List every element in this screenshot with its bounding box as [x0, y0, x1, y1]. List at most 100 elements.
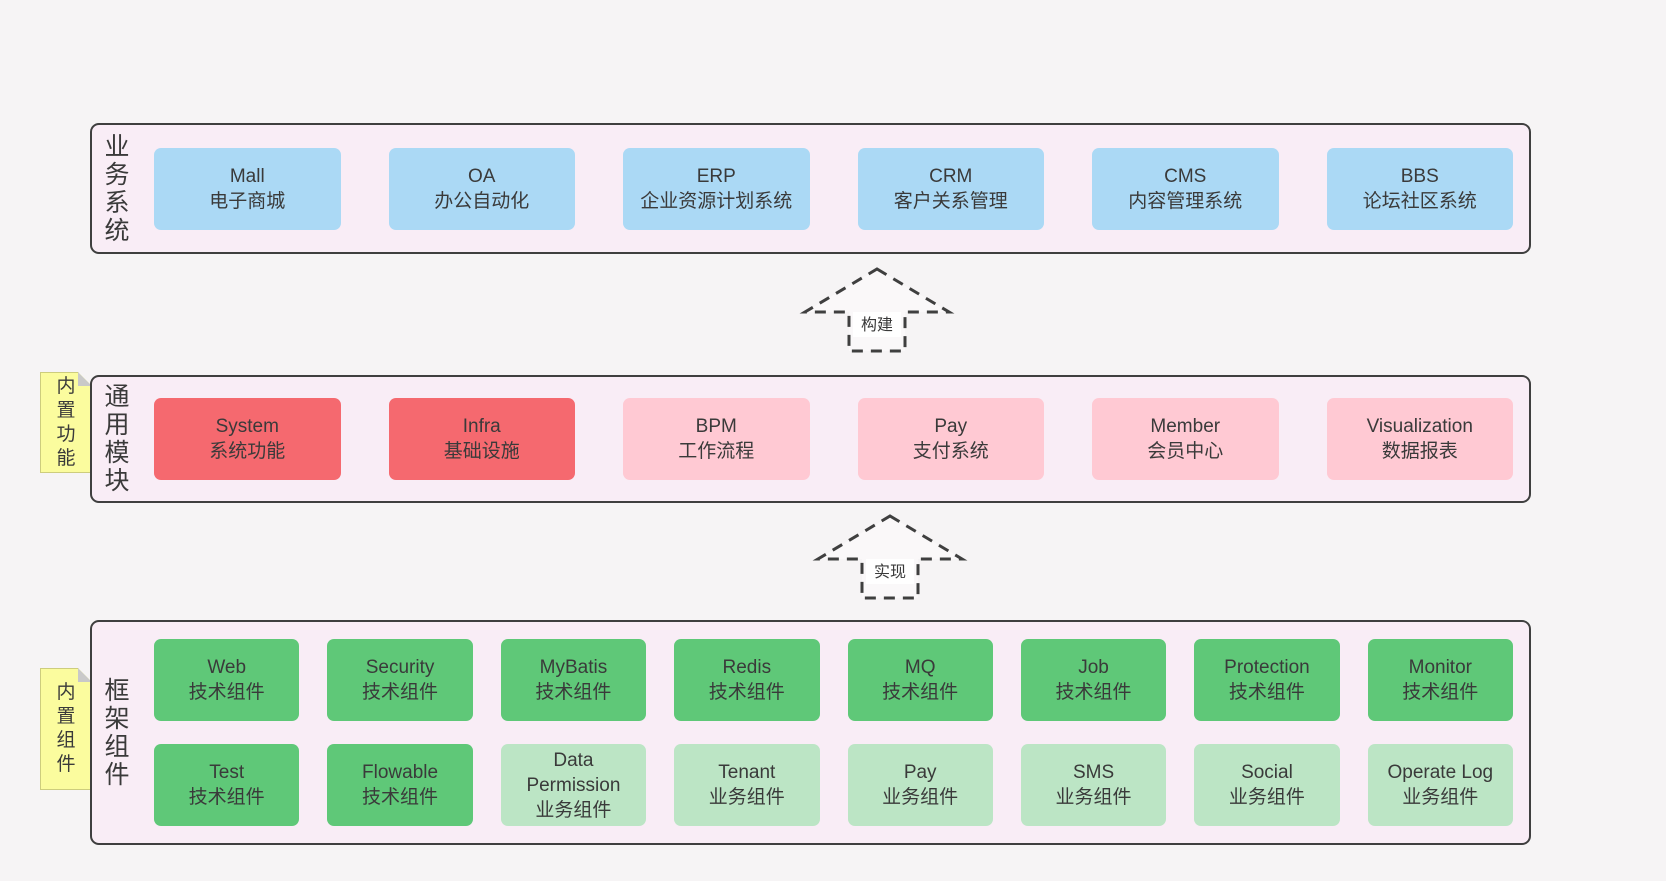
module-subtitle: 业务组件 — [708, 787, 785, 808]
module-name: Social — [1241, 762, 1293, 783]
module-subtitle: 业务组件 — [882, 787, 959, 808]
arrow-label: 实现 — [874, 563, 906, 581]
module-box-test: Test 技术组件 — [154, 744, 300, 826]
sticky-note-label: 内置组件 — [56, 682, 76, 775]
module-subtitle: 内容管理系统 — [1128, 190, 1243, 212]
module-name: BBS — [1400, 165, 1439, 187]
module-box-mq: MQ 技术组件 — [847, 639, 993, 721]
module-subtitle: 技术组件 — [362, 682, 439, 703]
module-name: Infra — [462, 416, 501, 437]
module-name: ERP — [696, 165, 736, 187]
module-box-job: Job 技术组件 — [1020, 639, 1167, 721]
implement-arrow: 实现 — [812, 514, 968, 600]
module-name: Operate Log — [1387, 762, 1494, 783]
module-subtitle: 企业资源计划系统 — [640, 190, 793, 212]
module-box-data-permission: Data Permission 业务组件 — [500, 744, 647, 826]
module-box-redis: Redis 技术组件 — [674, 639, 820, 721]
module-box-social: Social 业务组件 — [1194, 744, 1340, 826]
module-name: System — [215, 416, 279, 437]
arrow-label: 构建 — [861, 316, 893, 334]
module-subtitle: 论坛社区系统 — [1362, 190, 1477, 212]
module-box-infra: Infra 基础设施 — [388, 398, 575, 480]
section-label: 框架组件 — [104, 676, 130, 789]
module-subtitle: 系统功能 — [209, 441, 286, 462]
module-subtitle: 支付系统 — [912, 441, 989, 462]
module-subtitle: 技术组件 — [362, 787, 439, 808]
module-name: BPM — [695, 416, 737, 437]
section-label: 业务系统 — [104, 132, 130, 245]
module-box-security: Security 技术组件 — [327, 639, 473, 721]
module-name: Security — [365, 657, 435, 678]
module-name: Flowable — [362, 762, 439, 783]
module-name: Test — [209, 762, 245, 783]
module-name: Job — [1078, 657, 1109, 678]
sticky-note-built-in-functions: 内置功能 — [40, 372, 92, 473]
module-name: CMS — [1164, 165, 1207, 187]
module-name: Member — [1150, 416, 1221, 437]
module-name: Pay — [903, 762, 937, 783]
module-subtitle: 工作流程 — [678, 441, 755, 462]
module-name: Monitor — [1408, 657, 1472, 678]
module-subtitle: 数据报表 — [1381, 441, 1458, 462]
up-arrow-icon — [799, 267, 955, 353]
sticky-note-label: 内置功能 — [56, 375, 76, 469]
module-name: OA — [468, 165, 496, 187]
sticky-note-built-in-components: 内置组件 — [40, 668, 92, 790]
module-box-bbs: BBS 论坛社区系统 — [1326, 147, 1513, 230]
module-name: MyBatis — [539, 657, 608, 678]
module-subtitle: 技术组件 — [535, 682, 612, 703]
module-subtitle: 技术组件 — [188, 787, 265, 808]
module-subtitle: 技术组件 — [1228, 682, 1305, 703]
module-subtitle: 技术组件 — [188, 682, 265, 703]
module-subtitle: 技术组件 — [1055, 682, 1132, 703]
module-subtitle: 技术组件 — [708, 682, 785, 703]
arrow-label-bg — [853, 312, 901, 337]
module-box-pay: Pay 业务组件 — [847, 744, 993, 826]
module-box-mybatis: MyBatis 技术组件 — [500, 639, 647, 721]
module-name: Redis — [722, 657, 772, 678]
module-name: MQ — [904, 657, 936, 678]
module-subtitle: 客户关系管理 — [893, 190, 1008, 212]
up-arrow-icon — [812, 514, 968, 600]
module-box-bpm: BPM 工作流程 — [623, 398, 810, 480]
module-name: SMS — [1072, 762, 1115, 783]
module-box-oa: OA 办公自动化 — [388, 147, 575, 230]
module-box-tenant: Tenant 业务组件 — [674, 744, 820, 826]
module-box-web: Web 技术组件 — [154, 639, 300, 721]
module-name: Data Permission — [526, 749, 621, 796]
section-label: 通用模块 — [104, 383, 130, 495]
module-subtitle: 业务组件 — [1055, 787, 1132, 808]
module-box-visualization: Visualization 数据报表 — [1326, 398, 1513, 480]
module-subtitle: 业务组件 — [1228, 787, 1305, 808]
module-subtitle: 会员中心 — [1147, 441, 1224, 462]
module-subtitle: 业务组件 — [535, 799, 612, 821]
module-name: Tenant — [718, 762, 776, 783]
module-box-cms: CMS 内容管理系统 — [1092, 147, 1279, 230]
module-name: Protection — [1224, 657, 1310, 678]
arrow-label-bg — [866, 559, 914, 584]
module-box-erp: ERP 企业资源计划系统 — [623, 147, 810, 230]
module-box-member: Member 会员中心 — [1092, 398, 1279, 480]
module-name: Web — [207, 657, 247, 678]
module-box-sms: SMS 业务组件 — [1020, 744, 1167, 826]
module-subtitle: 办公自动化 — [434, 190, 530, 212]
module-subtitle: 基础设施 — [443, 441, 520, 462]
module-name: Visualization — [1366, 416, 1473, 437]
module-subtitle: 电子商城 — [209, 190, 286, 212]
module-name: CRM — [929, 165, 973, 187]
module-box-flowable: Flowable 技术组件 — [327, 744, 473, 826]
module-subtitle: 技术组件 — [882, 682, 959, 703]
